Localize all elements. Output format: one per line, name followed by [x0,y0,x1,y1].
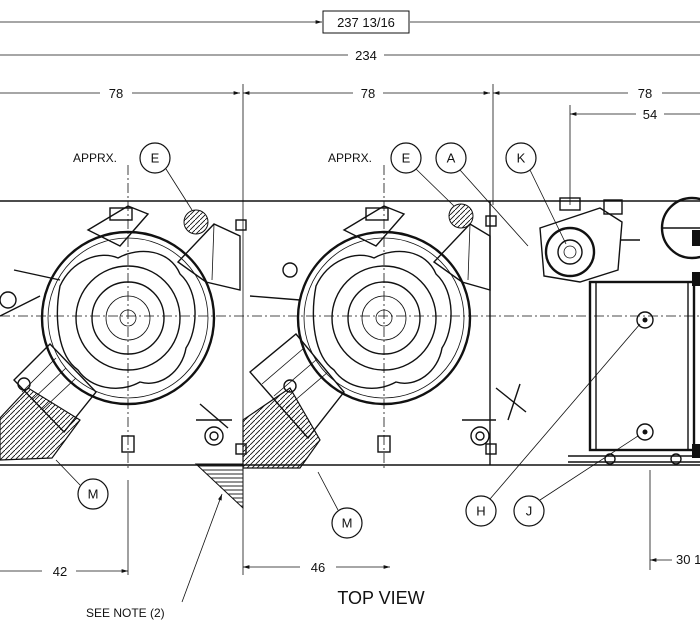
callout-j-label: J [526,503,533,518]
callout-e2-label: E [402,150,411,165]
dim-237: 237 13/16 [337,15,395,30]
callout-h: H [465,323,641,527]
dim-78-c: 78 [638,86,652,101]
anchor-markers [235,215,497,455]
callout-e2: E [390,142,455,207]
approx-label-1: APPRX. [73,151,117,165]
callout-j: J [513,435,639,527]
skid-outline [0,200,700,466]
callout-e1: E [139,142,193,211]
callout-m1-label: M [88,486,99,501]
callout-h-label: H [476,503,485,518]
dim-54: 54 [643,107,657,122]
callout-e1-label: E [151,150,160,165]
dimension-overall: 234 [0,48,700,63]
dimension-bottom: 42 46 30 1 [0,552,700,579]
dimension-bays: 78 78 78 54 [0,86,700,122]
right-equipment [539,196,700,465]
approx-label-2: APPRX. [328,151,372,165]
callout-a-label: A [447,150,456,165]
callout-m1: M [55,459,109,510]
callout-k-label: K [517,150,526,165]
dim-42: 42 [53,564,67,579]
dimension-overall-boxed: 237 13/16 [0,10,700,34]
callout-m2: M [317,471,363,539]
dim-46: 46 [311,560,325,575]
unit-2 [194,165,527,510]
see-note: SEE NOTE (2) [86,493,223,620]
dim-78-a: 78 [109,86,123,101]
callout-m2-label: M [342,515,353,530]
callout-a: A [435,142,529,247]
unit-1 [0,165,241,470]
extension-lines [127,84,651,575]
view-title: TOP VIEW [337,588,424,608]
callout-k: K [505,142,567,245]
dim-30: 30 1 [676,552,700,567]
dim-78-b: 78 [361,86,375,101]
dim-234: 234 [355,48,377,63]
see-note-label: SEE NOTE (2) [86,606,165,620]
